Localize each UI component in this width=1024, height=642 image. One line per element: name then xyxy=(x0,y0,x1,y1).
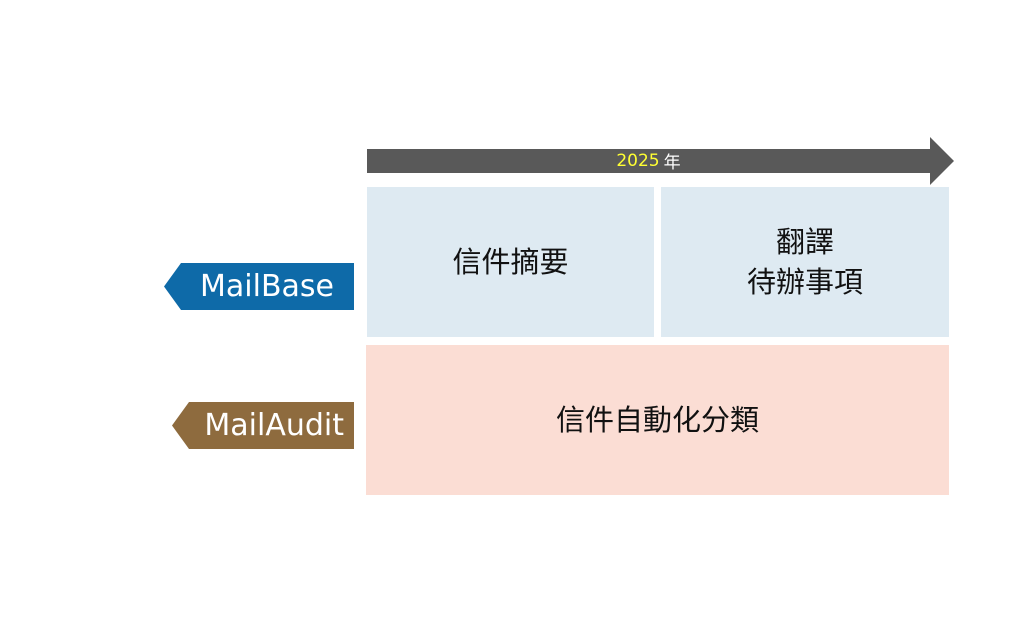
cell-text: 待辦事項 xyxy=(746,265,863,299)
row-tag-label: MailAudit xyxy=(204,408,344,443)
row-tag-mailaudit: MailAudit xyxy=(172,402,354,449)
timeline-unit: 年 xyxy=(663,153,681,173)
cell-text: 信件摘要 xyxy=(452,245,569,279)
cell-text: 信件自動化分類 xyxy=(555,403,759,437)
cell-translate-todo: 翻譯 待辦事項 xyxy=(661,187,949,337)
cell-mail-classify: 信件自動化分類 xyxy=(366,345,949,495)
cell-mail-summary: 信件摘要 xyxy=(367,187,654,337)
cell-text: 翻譯 xyxy=(775,225,834,259)
row-tag-label: MailBase xyxy=(200,269,334,304)
timeline-arrow xyxy=(367,137,954,185)
row-tag-mailbase: MailBase xyxy=(164,263,354,310)
timeline-year: 2025 xyxy=(616,150,660,171)
timeline-label: 2025 年 xyxy=(367,149,930,174)
